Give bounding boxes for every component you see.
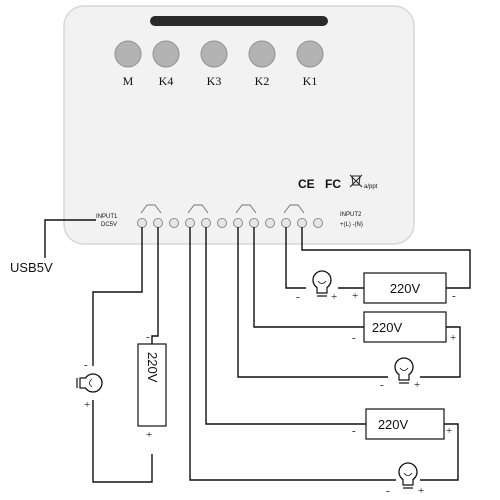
supply-top-plus: + <box>352 290 358 302</box>
button-k3[interactable]: K3 <box>200 40 228 88</box>
lamp-left-plus: + <box>84 399 90 411</box>
supply-middle: 220V - + <box>352 311 456 344</box>
lamp-top-icon: - + <box>296 270 337 303</box>
supply-middle-minus: - <box>352 332 356 344</box>
supply-bottom-label: 220V <box>378 417 409 432</box>
supply-bottom-minus: - <box>352 425 356 437</box>
button-m-label: M <box>123 74 134 88</box>
usb-input: USB5V <box>10 219 96 275</box>
supply-top-label: 220V <box>390 281 421 296</box>
input2-label: INPUT2 <box>340 212 362 218</box>
weee-icon: a/ppt <box>349 174 378 190</box>
supply-left-vertical: 220V - + <box>137 331 167 441</box>
supply-bottom: 220V - + <box>352 408 452 440</box>
lamp-bottom-plus: + <box>418 485 424 497</box>
supply-bottom-plus: + <box>446 425 452 437</box>
input1-voltage: DC5V <box>101 222 117 228</box>
button-k1[interactable]: K1 <box>296 40 324 88</box>
input2-polarity: +(L) -(N) <box>340 222 363 228</box>
supply-left-plus: + <box>146 429 152 441</box>
button-k3-label: K3 <box>207 74 222 88</box>
weee-mark: a/ppt <box>364 184 378 190</box>
lamp-middle-minus: - <box>380 379 384 391</box>
usb5v-label: USB5V <box>10 260 53 275</box>
vent-slot <box>150 16 328 26</box>
relay-module: M K4 K3 K2 K1 CE FC a/ppt INPUT1 DC5V <box>63 5 415 245</box>
lamp-left-icon: - + <box>76 359 103 411</box>
lamp-top-plus: + <box>331 291 337 303</box>
fc-mark: FC <box>325 177 341 191</box>
button-k2[interactable]: K2 <box>248 40 276 88</box>
wires <box>92 227 471 483</box>
lamp-top-minus: - <box>296 291 300 303</box>
button-m[interactable]: M <box>114 40 142 88</box>
lamp-middle-plus: + <box>414 379 420 391</box>
supply-top-minus: - <box>452 290 456 302</box>
lamp-bottom-minus: - <box>386 485 390 497</box>
supply-top: 220V + - <box>352 272 456 304</box>
supply-middle-plus: + <box>450 332 456 344</box>
supply-middle-label: 220V <box>372 320 403 335</box>
ce-mark: CE <box>298 177 315 191</box>
lamp-bottom-icon: - + <box>386 462 424 497</box>
supply-left-minus: - <box>146 331 150 343</box>
lamp-middle-icon: - + <box>380 357 420 391</box>
button-k4-label: K4 <box>159 74 174 88</box>
input1-label: INPUT1 <box>96 214 118 220</box>
lamp-left-minus: - <box>84 359 88 371</box>
button-k2-label: K2 <box>255 74 270 88</box>
supply-left-label: 220V <box>145 352 160 383</box>
button-k1-label: K1 <box>303 74 318 88</box>
terminal-block <box>137 204 323 228</box>
button-k4[interactable]: K4 <box>152 40 180 88</box>
